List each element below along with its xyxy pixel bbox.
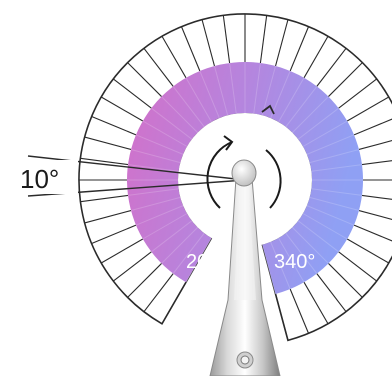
scale-tick [222,15,231,64]
scale-tick [346,96,390,122]
bottom-right-angle-label: 340° [274,251,315,273]
sector-tick [135,205,184,226]
scale-tick [91,224,137,245]
sector-tick [151,107,193,140]
sector-tick [199,70,220,119]
scale-tick [289,26,310,72]
sector-tick [130,196,181,212]
sector-tick [213,65,229,116]
sector-tick [292,227,329,264]
scale-tick [353,224,392,242]
sector-tick [130,148,181,164]
scale-tick [358,210,392,220]
scale-tick [303,35,329,79]
bottom-left-angle-label: 20° [186,251,216,273]
scale-tick [80,194,129,203]
scale-tick [84,136,132,150]
sector-tick [270,241,291,290]
scale-tick [91,115,137,136]
scale-tick [346,238,390,264]
sector-tick [151,220,193,253]
sector-tick [185,77,212,123]
curved-arrow-icon [261,104,275,115]
scale-tick [180,26,201,72]
sector-tick [302,213,348,240]
scale-tick [80,157,129,166]
scale-tick [328,62,363,97]
sector-tick [311,188,363,196]
dental-handpiece-icon [209,159,281,376]
scale-tick [100,238,144,264]
scale-tick [328,263,363,298]
scale-tick [338,78,378,109]
sector-tick [302,120,348,147]
scale-tick [112,78,152,109]
sector-tick [172,232,205,274]
sector-tick [172,86,205,128]
sector-tick [297,220,339,253]
sector-tick [185,237,212,283]
scale-tick [361,160,392,166]
sector-tick [278,237,305,283]
sector-tick [161,96,198,133]
scale-tick [275,293,289,341]
sector-tick [253,62,261,114]
sector-tick [261,244,277,295]
sector-tick [270,70,291,119]
sector-tick [278,77,305,123]
scale-tick [361,194,392,200]
sector-tick [292,96,329,133]
sector-tick [142,120,188,147]
scale-tick [316,273,347,313]
scale-tick [143,273,174,313]
scale-tick [275,19,289,67]
scale-tick [100,96,144,122]
scale-tick [161,35,187,79]
scale-tick [358,140,392,150]
left-angle-label: 10° [20,164,59,194]
sector-tick [309,196,360,212]
sector-tick [127,164,179,172]
scale-tick [127,263,162,298]
sector-tick [297,107,339,140]
sector-tick [306,134,355,155]
scale-tick [161,281,187,325]
sector-tick [285,86,318,128]
scale-tick [143,47,174,87]
rotation-range-sector [126,61,363,294]
scale-tick [259,15,268,64]
sector-tick [311,164,363,172]
sector-tick [161,227,198,264]
sector-tick [142,213,188,240]
scale-tick [316,47,347,87]
scale-tick [84,210,132,224]
scale-tick [289,288,310,334]
sector-tick [229,62,237,114]
sector-tick [306,205,355,226]
scale-tick [112,251,152,282]
reciprocating-rotation-arrows-icon [206,135,282,209]
sector-tick [309,148,360,164]
scale-tick [303,281,329,325]
scale-tick [127,62,162,97]
scale-tick [338,251,378,282]
sector-tick [285,232,318,274]
sector-tick [127,188,179,196]
sector-tick [261,65,277,116]
scale-tick [201,19,215,67]
sector-tick [135,134,184,155]
scale-tick [353,118,392,136]
